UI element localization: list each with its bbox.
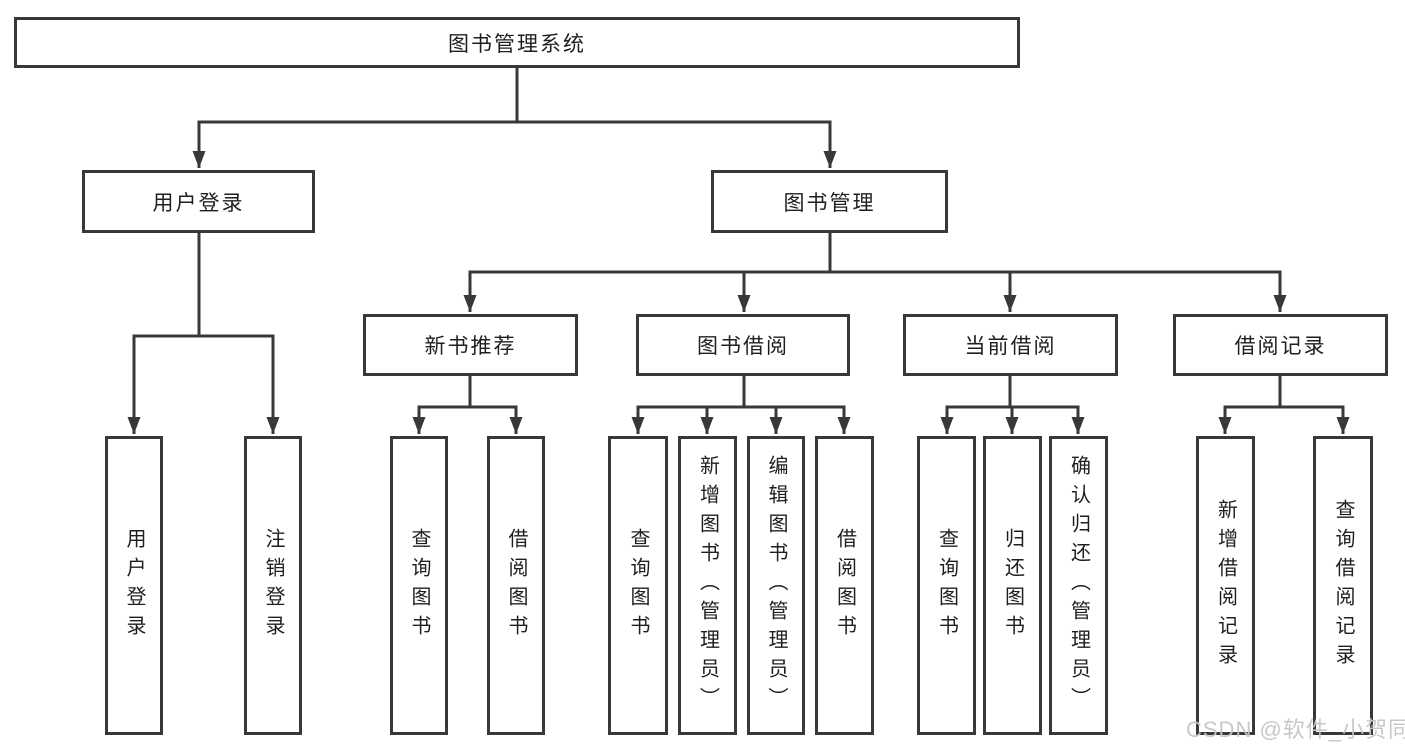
node-label: 新书推荐 <box>424 335 517 358</box>
node-box-leaf-return-book: 归还图书 <box>983 436 1042 735</box>
node-label: 编辑图书（管理员） <box>765 455 787 716</box>
node-label: 借阅图书 <box>505 527 527 644</box>
node-box-user-login: 用户登录 <box>82 170 315 233</box>
node-box-leaf-add-borrow-record: 新增借阅记录 <box>1196 436 1255 735</box>
node-box-leaf-query-book-a: 查询图书 <box>390 436 448 735</box>
node-box-new-book-recommend: 新书推荐 <box>363 314 578 376</box>
node-box-leaf-borrow-book-a: 借阅图书 <box>487 436 545 735</box>
node-label: 借阅记录 <box>1234 335 1327 358</box>
node-label: 查询图书 <box>408 527 430 644</box>
node-box-leaf-query-book-c: 查询图书 <box>917 436 976 735</box>
node-label: 新增图书（管理员） <box>696 455 719 716</box>
node-box-leaf-user-login: 用户登录 <box>105 436 163 735</box>
node-box-system-root: 图书管理系统 <box>14 17 1020 68</box>
node-label: 借阅图书 <box>833 527 856 644</box>
node-box-leaf-add-book-admin: 新增图书（管理员） <box>678 436 737 735</box>
node-box-leaf-borrow-book-b: 借阅图书 <box>815 436 874 735</box>
node-label: 注销登录 <box>262 527 284 644</box>
node-label: 确认归还（管理员） <box>1067 455 1090 716</box>
node-box-book-management: 图书管理 <box>711 170 948 233</box>
node-box-book-borrow: 图书借阅 <box>636 314 850 376</box>
node-label: 归还图书 <box>1001 527 1024 644</box>
node-label: 图书管理 <box>783 191 876 215</box>
node-label: 查询借阅记录 <box>1332 498 1354 673</box>
node-box-borrow-records: 借阅记录 <box>1173 314 1388 376</box>
node-label: 新增借阅记录 <box>1214 498 1237 673</box>
node-box-leaf-edit-book-admin: 编辑图书（管理员） <box>747 436 805 735</box>
node-box-current-borrow: 当前借阅 <box>903 314 1118 376</box>
node-box-leaf-confirm-return-admin: 确认归还（管理员） <box>1049 436 1108 735</box>
node-box-leaf-query-book-b: 查询图书 <box>608 436 668 735</box>
node-label: 查询图书 <box>627 527 649 644</box>
node-label: 图书管理系统 <box>448 32 586 56</box>
node-label: 查询图书 <box>935 527 958 644</box>
node-label: 用户登录 <box>123 527 145 644</box>
node-box-leaf-query-borrow-record: 查询借阅记录 <box>1313 436 1373 735</box>
node-label: 图书借阅 <box>697 335 789 358</box>
node-label: 当前借阅 <box>964 335 1057 358</box>
csdn-watermark: CSDN @软件_小贺同学 <box>1186 717 1405 742</box>
node-box-leaf-logout: 注销登录 <box>244 436 302 735</box>
node-label: 用户登录 <box>152 191 245 215</box>
